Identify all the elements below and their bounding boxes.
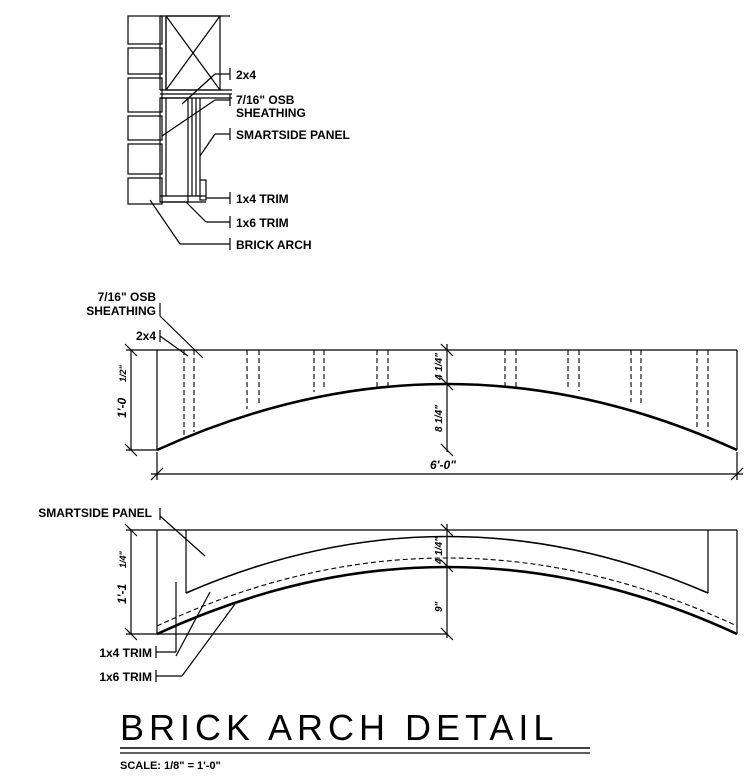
label-sheathing: SHEATHING	[236, 106, 306, 120]
label-brick-arch: BRICK ARCH	[236, 238, 312, 252]
height-dimension-fraction: 1/2"	[118, 364, 128, 382]
label-osb: 7/16" OSB	[236, 93, 295, 107]
label-2x4: 2x4	[236, 68, 256, 82]
label-smartside-elev: SMARTSIDE PANEL	[38, 506, 152, 520]
label-smartside-panel: SMARTSIDE PANEL	[236, 128, 350, 142]
label-sheathing-elev: SHEATHING	[86, 304, 156, 318]
drawing-title: BRICK ARCH DETAIL	[120, 707, 558, 748]
dashed-studs	[183, 350, 709, 437]
panel-top-dimension: 4 1/4"	[434, 537, 445, 565]
label-1x4-trim: 1x4 TRIM	[236, 192, 289, 206]
panel-height-dimension: 1'-1	[115, 583, 129, 604]
width-dimension: 6'-0"	[430, 458, 456, 472]
header-section	[159, 97, 207, 203]
label-1x6-trim: 1x6 TRIM	[236, 216, 289, 230]
wall-section-detail: 2x4 7/16" OSB SHEATHING SMARTSIDE PANEL …	[127, 15, 350, 252]
title-block: BRICK ARCH DETAIL SCALE: 1/8" = 1'-0"	[120, 707, 590, 772]
panel-height-fraction: 1/4"	[118, 550, 128, 568]
label-1x6-trim-elev: 1x6 TRIM	[99, 670, 152, 684]
brick-courses	[127, 15, 163, 205]
rise-dimension: 8 1/4"	[434, 405, 445, 432]
top-dimension: 4 1/4"	[434, 353, 445, 381]
label-1x4-trim-elev: 1x4 TRIM	[99, 646, 152, 660]
scale-note: SCALE: 1/8" = 1'-0"	[120, 760, 221, 772]
framing-elevation: 1'-0 1/2" 4 1/4" 8 1/4" 6'-0" 7/16" OSB …	[86, 290, 744, 481]
height-dimension: 1'-0	[115, 397, 129, 418]
section-leaders	[149, 68, 231, 250]
panel-elevation: 1'-1 1/4" 4 1/4" 9" SMARTSIDE PANEL 1x4 …	[38, 506, 738, 684]
label-2x4-elev: 2x4	[136, 329, 156, 343]
panel-rise-dimension: 9"	[434, 601, 445, 612]
upper-wall-framing	[159, 15, 232, 99]
label-osb-elev: 7/16" OSB	[98, 290, 157, 304]
